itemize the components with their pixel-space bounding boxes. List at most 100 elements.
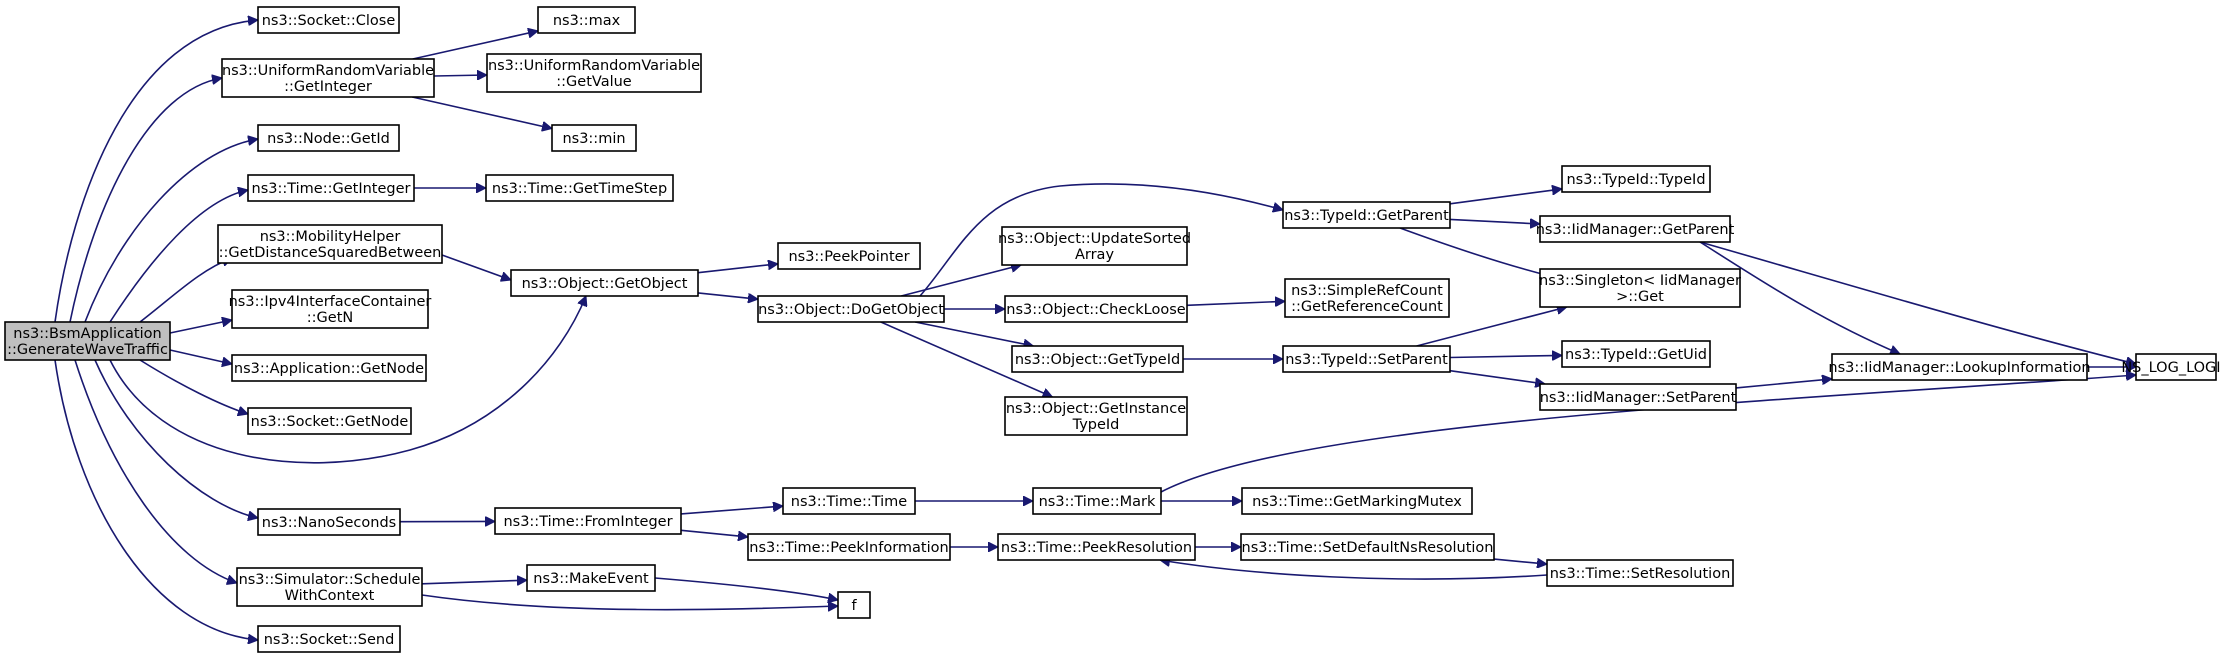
node-ipv4_getn[interactable]: ns3::Ipv4InterfaceContainer::GetN	[229, 289, 432, 329]
edge-time_setres-to-time_peekres	[1160, 560, 1548, 580]
node-box	[485, 174, 674, 202]
node-sock_close[interactable]: ns3::Socket::Close	[257, 6, 400, 34]
node-label: ns3::Time::PeekInformation	[749, 540, 948, 556]
edge-time_fromint-to-time_time	[680, 506, 783, 515]
node-singleton_get[interactable]: ns3::Singleton< IidManager>::Get	[1539, 268, 1741, 308]
node-iid_lookup[interactable]: ns3::IidManager::LookupInformation	[1828, 353, 2091, 381]
node-label: ns3::Singleton< IidManager	[1539, 273, 1741, 289]
node-box	[257, 508, 401, 536]
node-box	[486, 53, 702, 93]
node-max[interactable]: ns3::max	[537, 6, 636, 34]
node-box	[1561, 340, 1711, 368]
node-label: TypeId	[1072, 417, 1120, 433]
edge-urv_getint-to-max	[412, 31, 538, 60]
node-time_getmutex[interactable]: ns3::Time::GetMarkingMutex	[1241, 487, 1473, 515]
node-sock_getnode[interactable]: ns3::Socket::GetNode	[247, 407, 412, 435]
node-box	[231, 289, 429, 329]
node-label: ns3::MobilityHelper	[260, 229, 401, 245]
node-label: ns3::Time::Time	[791, 494, 908, 510]
node-box	[997, 533, 1196, 561]
node-label: ns3::SimpleRefCount	[1291, 283, 1443, 299]
node-time_fromint[interactable]: ns3::Time::FromInteger	[494, 507, 682, 535]
edge-obj_dogetobj-to-obj_gettid	[914, 321, 1033, 346]
node-obj_dogetobj[interactable]: ns3::Object::DoGetObject	[757, 295, 945, 323]
node-box	[1004, 396, 1188, 436]
node-label: ns3::Time::PeekResolution	[1001, 540, 1192, 556]
node-box	[551, 124, 637, 152]
node-time_setres[interactable]: ns3::Time::SetResolution	[1546, 559, 1734, 587]
node-app_getnode[interactable]: ns3::Application::GetNode	[231, 354, 427, 382]
node-box	[1539, 215, 1731, 243]
node-iid_getparent[interactable]: ns3::IidManager::GetParent	[1536, 215, 1735, 243]
edge-urv_getint-to-urv_getval	[433, 75, 487, 76]
node-label: ns3::Socket::Send	[264, 632, 395, 648]
node-tid_typeid[interactable]: ns3::TypeId::TypeId	[1561, 165, 1711, 193]
node-node_getid[interactable]: ns3::Node::GetId	[257, 124, 400, 152]
node-tid_setparent[interactable]: ns3::TypeId::SetParent	[1282, 345, 1451, 373]
node-box	[1539, 268, 1741, 308]
node-time_peekinfo[interactable]: ns3::Time::PeekInformation	[747, 533, 951, 561]
node-label: ns3::Simulator::Schedule	[239, 572, 421, 588]
node-tid_getuid[interactable]: ns3::TypeId::GetUid	[1561, 340, 1711, 368]
node-nanosec[interactable]: ns3::NanoSeconds	[257, 508, 401, 536]
node-urv_getint[interactable]: ns3::UniformRandomVariable::GetInteger	[221, 58, 435, 98]
node-label: ::GetValue	[556, 74, 632, 90]
edge-root-to-sock_close	[54, 20, 258, 323]
node-box	[221, 58, 435, 98]
node-f[interactable]: f	[837, 591, 871, 619]
node-srefc_getref[interactable]: ns3::SimpleRefCount::GetReferenceCount	[1284, 278, 1450, 318]
edge-obj_chkloose-to-srefc_getref	[1186, 301, 1285, 305]
edge-obj_dogetobj-to-tid_getparent	[919, 183, 1283, 297]
node-min[interactable]: ns3::min	[551, 124, 637, 152]
node-box	[257, 124, 400, 152]
node-tid_getparent[interactable]: ns3::TypeId::GetParent	[1282, 201, 1451, 229]
node-time_peekres[interactable]: ns3::Time::PeekResolution	[997, 533, 1196, 561]
edge-root-to-ipv4_getn	[169, 320, 232, 334]
node-sock_send[interactable]: ns3::Socket::Send	[257, 625, 401, 653]
node-label: WithContext	[285, 588, 375, 604]
node-label: ns3::Object::GetInstance	[1006, 401, 1186, 417]
node-root[interactable]: ns3::BsmApplication::GenerateWaveTraffic	[4, 321, 171, 361]
node-obj_gettid[interactable]: ns3::Object::GetTypeId	[1011, 345, 1184, 373]
node-box	[1284, 278, 1450, 318]
node-time_time[interactable]: ns3::Time::Time	[782, 487, 916, 515]
node-mob_getdist[interactable]: ns3::MobilityHelper::GetDistanceSquaredB…	[217, 224, 443, 264]
node-box	[747, 533, 951, 561]
node-label: NS_LOG_LOGIC	[2121, 360, 2221, 376]
node-box	[1546, 559, 1734, 587]
node-time_mark[interactable]: ns3::Time::Mark	[1032, 487, 1162, 515]
node-time_getstep[interactable]: ns3::Time::GetTimeStep	[485, 174, 674, 202]
edge-time_setdefres-to-time_setres	[1493, 559, 1547, 564]
node-obj_chkloose[interactable]: ns3::Object::CheckLoose	[1004, 295, 1188, 323]
node-label: >::Get	[1616, 289, 1664, 305]
node-label: ns3::max	[553, 13, 621, 29]
edge-iid_getparent-to-iid_lookup	[1699, 241, 1900, 354]
node-iid_setparent[interactable]: ns3::IidManager::SetParent	[1539, 383, 1737, 411]
node-label: ns3::Time::Mark	[1039, 494, 1156, 510]
node-box	[1032, 487, 1162, 515]
node-makeevent[interactable]: ns3::MakeEvent	[526, 564, 656, 592]
node-box	[1831, 353, 2088, 381]
node-box	[837, 591, 871, 619]
node-label: ns3::TypeId::GetUid	[1565, 347, 1707, 363]
node-box	[247, 407, 412, 435]
node-label: ns3::BsmApplication	[13, 326, 161, 342]
node-obj_getobj[interactable]: ns3::Object::GetObject	[510, 269, 699, 297]
node-ns_log_logic[interactable]: NS_LOG_LOGIC	[2121, 353, 2221, 381]
node-peekptr[interactable]: ns3::PeekPointer	[777, 242, 921, 270]
node-box	[231, 354, 427, 382]
node-label: ns3::UniformRandomVariable	[488, 58, 700, 74]
node-label: ns3::Object::CheckLoose	[1006, 302, 1185, 318]
node-label: ns3::TypeId::GetParent	[1284, 208, 1449, 224]
node-urv_getval[interactable]: ns3::UniformRandomVariable::GetValue	[486, 53, 702, 93]
node-box	[1539, 383, 1737, 411]
node-label: ns3::Node::GetId	[267, 131, 390, 147]
node-time_getint[interactable]: ns3::Time::GetInteger	[247, 174, 415, 202]
node-time_setdefres[interactable]: ns3::Time::SetDefaultNsResolution	[1240, 533, 1495, 561]
node-label: ns3::Application::GetNode	[234, 361, 424, 377]
node-box	[757, 295, 945, 323]
edge-iid_getparent-to-ns_log_logic	[1699, 241, 2136, 364]
